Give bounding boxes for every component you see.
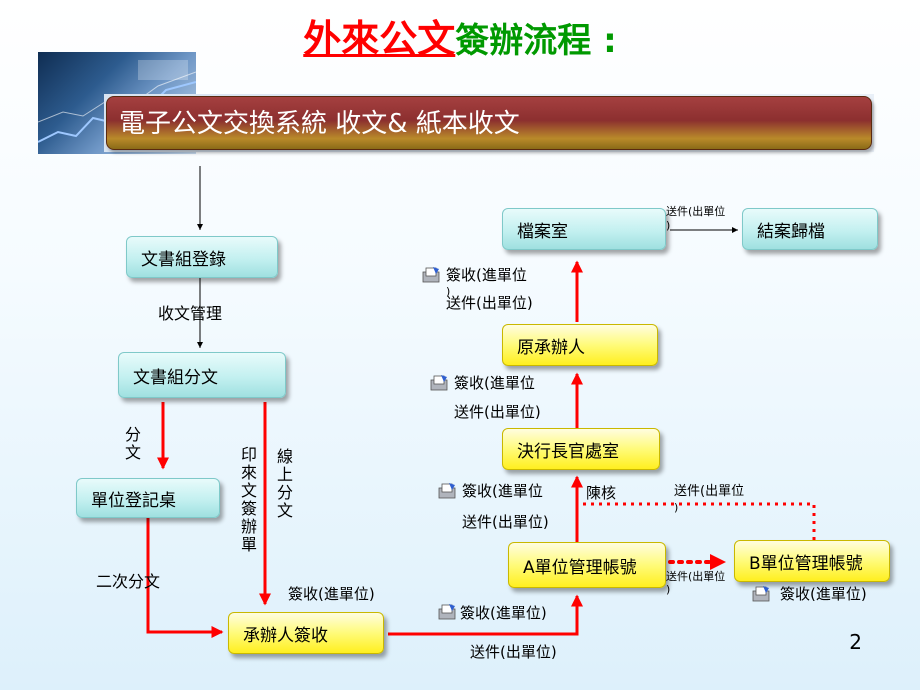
label-submit: 陳核 bbox=[586, 484, 617, 502]
node-original-handler: 原承辦人 bbox=[502, 324, 658, 366]
document-sign-icon bbox=[752, 586, 770, 602]
label-send-out-ab-1: 送件(出單位 bbox=[666, 570, 726, 583]
label-send-out-close-2: ) bbox=[666, 219, 671, 232]
document-sign-icon bbox=[430, 375, 448, 391]
label-send-out-b-top-2: ) bbox=[674, 501, 679, 514]
document-sign-icon bbox=[422, 267, 440, 283]
node-archive-room: 檔案室 bbox=[502, 208, 666, 250]
system-banner: 電子公文交換系統 收文& 紙本收文 bbox=[106, 96, 872, 150]
node-handler-sign: 承辦人簽收 bbox=[228, 612, 384, 654]
arrow-unit-handler bbox=[146, 518, 224, 638]
label-online-vertical: 線上分文 bbox=[276, 447, 293, 520]
label-send-out-a: 送件(出單位) bbox=[470, 643, 557, 661]
label-send-out-orig: 送件(出單位) bbox=[454, 403, 541, 421]
arrow-handler-a bbox=[388, 594, 583, 636]
title-part1: 外來公文 bbox=[303, 17, 456, 61]
label-send-out-sup: 送件(出單位) bbox=[462, 513, 549, 531]
node-unit-register: 單位登記桌 bbox=[76, 478, 220, 518]
label-send-out-close-1: 送件(出單位 bbox=[666, 205, 726, 218]
label-sign-in-unit-1: 簽收(進單位) bbox=[288, 585, 375, 603]
label-distribute-vertical: 分文 bbox=[124, 425, 141, 462]
node-case-close: 結案歸檔 bbox=[742, 208, 878, 250]
label-paren-arch: ) bbox=[446, 285, 451, 298]
label-sign-in-b: 簽收(進單位) bbox=[780, 585, 867, 603]
node-doc-register: 文書組登錄 bbox=[126, 236, 278, 278]
document-sign-icon bbox=[438, 604, 456, 620]
node-supervisor: 決行長官處室 bbox=[502, 428, 660, 470]
label-second-distribute: 二次分文 bbox=[96, 572, 161, 591]
node-unit-a: A單位管理帳號 bbox=[508, 542, 666, 588]
document-sign-icon bbox=[438, 483, 456, 499]
label-receive-manage: 收文管理 bbox=[158, 304, 223, 323]
label-send-out-ab-2: ) bbox=[666, 583, 671, 596]
label-sign-in-a: 簽收(進單位) bbox=[460, 604, 547, 622]
label-sign-in-orig: 簽收(進單位 bbox=[454, 374, 535, 392]
node-unit-b: B單位管理帳號 bbox=[734, 540, 890, 582]
label-sign-in-sup: 簽收(進單位 bbox=[462, 482, 543, 500]
label-sign-in-arch: 簽收(進單位 bbox=[446, 266, 527, 284]
label-send-out-b-top-1: 送件(出單位 bbox=[674, 484, 745, 499]
label-send-out-arch: 送件(出單位) bbox=[446, 294, 533, 312]
page-title: 外來公文簽辦流程 : bbox=[0, 8, 920, 63]
title-part2: 簽辦流程 : bbox=[455, 21, 617, 61]
node-doc-distribute: 文書組分文 bbox=[118, 352, 286, 398]
arrow-b-supervisor bbox=[580, 502, 816, 540]
label-print-vertical: 印來文簽辦單 bbox=[240, 445, 257, 554]
page-number: 2 bbox=[849, 630, 862, 654]
